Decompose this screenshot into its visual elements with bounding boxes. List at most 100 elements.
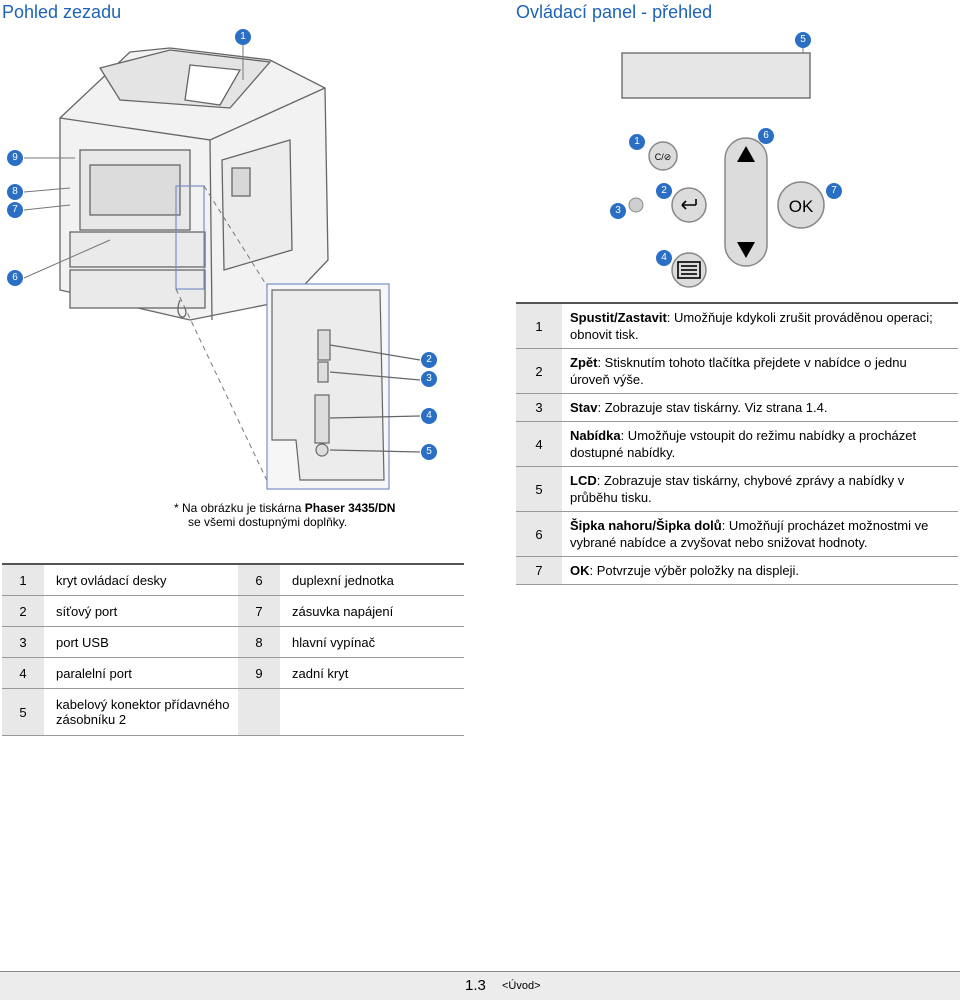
- item-term: Stav: [570, 400, 598, 415]
- table-row: 2 síťový port 7 zásuvka napájení: [2, 595, 464, 627]
- part-number: 9: [238, 657, 280, 689]
- part-name: kryt ovládací desky: [44, 563, 238, 596]
- note-asterisk: *: [174, 501, 179, 515]
- stop-icon: C/⊘: [655, 152, 672, 162]
- panel-description-table: 1 Spustit/Zastavit: Umožňuje kdykoli zru…: [516, 302, 958, 585]
- part-number: 4: [2, 657, 44, 689]
- item-text: : Zobrazuje stav tiskárny, chybové zpráv…: [570, 473, 905, 505]
- panel-callout-3: 3: [610, 203, 626, 219]
- rear-callout-5: 5: [421, 444, 437, 460]
- item-term: Nabídka: [570, 428, 621, 443]
- item-description: OK: Potvrzuje výběr položky na displeji.: [562, 556, 958, 585]
- rear-callout-7: 7: [7, 202, 23, 218]
- item-description: LCD: Zobrazuje stav tiskárny, chybové zp…: [562, 466, 958, 512]
- panel-callout-6: 6: [758, 128, 774, 144]
- part-name: síťový port: [44, 595, 238, 627]
- table-row: 5 kabelový konektor přídavného zásobníku…: [2, 688, 464, 736]
- table-row: 6 Šipka nahoru/Šipka dolů: Umožňují proc…: [516, 511, 958, 557]
- rear-callout-8: 8: [7, 184, 23, 200]
- item-text: : Umožňují procházet možnostmi ve vybran…: [570, 518, 929, 550]
- part-name: duplexní jednotka: [280, 563, 464, 596]
- item-term: OK: [570, 563, 590, 578]
- item-number: 1: [516, 302, 562, 349]
- item-text: : Zobrazuje stav tiskárny. Viz strana 1.…: [597, 400, 828, 415]
- item-description: Zpět: Stisknutím tohoto tlačítka přejdet…: [562, 348, 958, 394]
- rear-callout-1: 1: [235, 29, 251, 45]
- rear-callout-3: 3: [421, 371, 437, 387]
- printer-illustration: OK C/⊘: [23, 45, 825, 490]
- item-term: Spustit/Zastavit: [570, 310, 667, 325]
- part-number: 5: [2, 688, 44, 736]
- item-number: 5: [516, 466, 562, 512]
- rear-callout-9: 9: [7, 150, 23, 166]
- part-name: kabelový konektor přídavného zásobníku 2: [44, 688, 238, 736]
- ok-label: OK: [789, 197, 814, 216]
- rear-view-heading: Pohled zezadu: [2, 2, 122, 22]
- panel-callout-1: 1: [629, 134, 645, 150]
- item-description: Nabídka: Umožňuje vstoupit do režimu nab…: [562, 421, 958, 467]
- item-description: Stav: Zobrazuje stav tiskárny. Viz stran…: [562, 393, 958, 422]
- detail-connector-lines: [175, 185, 271, 488]
- table-row: 7 OK: Potvrzuje výběr položky na displej…: [516, 556, 958, 585]
- item-description: Spustit/Zastavit: Umožňuje kdykoli zruši…: [562, 302, 958, 349]
- model-note: * Na obrázku je tiskárna Phaser 3435/DN …: [174, 501, 434, 529]
- item-number: 3: [516, 393, 562, 422]
- back-arrow-icon: [681, 199, 697, 210]
- page-footer: 1.3 <Úvod>: [0, 971, 960, 1000]
- part-number: 2: [2, 595, 44, 627]
- stop-start-button[interactable]: [648, 141, 678, 171]
- status-led: [628, 197, 644, 213]
- table-row: 5 LCD: Zobrazuje stav tiskárny, chybové …: [516, 466, 958, 512]
- detail-highlight-box: [175, 185, 205, 290]
- port-detail: [266, 283, 421, 490]
- part-number: 8: [238, 626, 280, 658]
- table-row: 1 Spustit/Zastavit: Umožňuje kdykoli zru…: [516, 302, 958, 349]
- part-name: paralelní port: [44, 657, 238, 689]
- item-term: Zpět: [570, 355, 598, 370]
- item-term: Šipka nahoru/Šipka dolů: [570, 518, 722, 533]
- part-number: 7: [238, 595, 280, 627]
- note-text-a: Na obrázku je tiskárna: [182, 501, 305, 515]
- panel-callout-4: 4: [656, 250, 672, 266]
- panel-callout-7: 7: [826, 183, 842, 199]
- navigation-rocker[interactable]: [724, 137, 768, 267]
- part-name: hlavní vypínač: [280, 626, 464, 658]
- table-row: 3 port USB 8 hlavní vypínač: [2, 626, 464, 658]
- table-row: 4 Nabídka: Umožňuje vstoupit do režimu n…: [516, 421, 958, 467]
- part-name: port USB: [44, 626, 238, 658]
- rear-callout-4: 4: [421, 408, 437, 424]
- part-name: zásuvka napájení: [280, 595, 464, 627]
- rear-callout-2: 2: [421, 352, 437, 368]
- arrow-up-icon: [737, 146, 755, 162]
- rear-callout-6: 6: [7, 270, 23, 286]
- parts-table: 1 kryt ovládací desky 6 duplexní jednotk…: [2, 563, 464, 736]
- part-name: [280, 688, 464, 736]
- printer-body: [59, 47, 329, 321]
- item-number: 4: [516, 421, 562, 467]
- table-row: 1 kryt ovládací desky 6 duplexní jednotk…: [2, 563, 464, 596]
- lcd-display: [621, 52, 811, 99]
- item-description: Šipka nahoru/Šipka dolů: Umožňují prochá…: [562, 511, 958, 557]
- item-text: : Umožňuje vstoupit do režimu nabídky a …: [570, 428, 917, 460]
- page-number: 1.3: [465, 977, 486, 994]
- item-number: 2: [516, 348, 562, 394]
- control-panel-heading: Ovládací panel - přehled: [516, 2, 713, 22]
- part-name: zadní kryt: [280, 657, 464, 689]
- part-number: [238, 688, 280, 736]
- item-term: LCD: [570, 473, 597, 488]
- ok-button[interactable]: [777, 181, 825, 229]
- panel-callout-2: 2: [656, 183, 672, 199]
- table-row: 2 Zpět: Stisknutím tohoto tlačítka přejd…: [516, 348, 958, 394]
- item-number: 7: [516, 556, 562, 585]
- note-text-b: se všemi dostupnými doplňky.: [188, 515, 348, 529]
- arrow-down-icon: [737, 242, 755, 258]
- part-number: 1: [2, 563, 44, 596]
- note-model: Phaser 3435/DN: [304, 501, 396, 515]
- table-row: 3 Stav: Zobrazuje stav tiskárny. Viz str…: [516, 393, 958, 422]
- menu-icon: [677, 261, 701, 279]
- item-number: 6: [516, 511, 562, 557]
- item-text: : Umožňuje kdykoli zrušit prováděnou ope…: [570, 310, 933, 342]
- callout-leader-lines: [23, 45, 244, 279]
- item-text: : Stisknutím tohoto tlačítka přejdete v …: [570, 355, 907, 387]
- panel-callout-5: 5: [795, 32, 811, 48]
